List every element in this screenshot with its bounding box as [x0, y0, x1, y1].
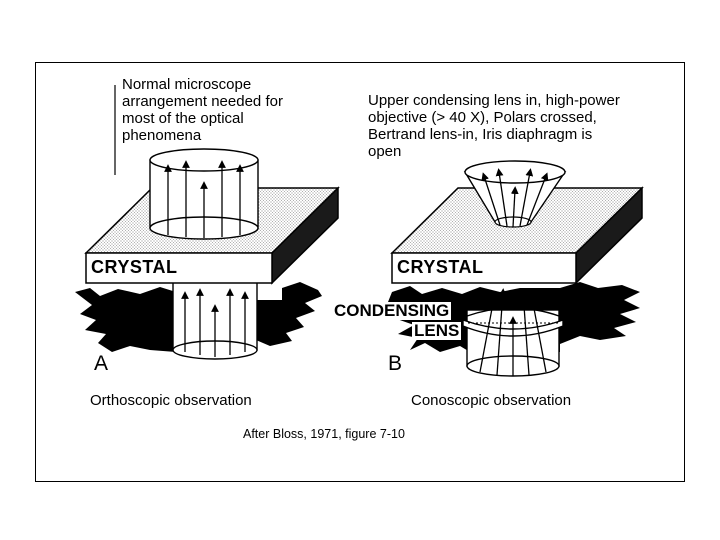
figure-frame [35, 62, 685, 482]
upper-cylinder-left [149, 148, 259, 240]
orthoscopic-diagram [75, 85, 340, 360]
figure-credit: After Bloss, 1971, figure 7-10 [243, 427, 405, 441]
lower-cylinder-left [172, 279, 258, 360]
panel-letter-b: B [388, 352, 403, 375]
left-description: Normal microscope arrangement needed for… [122, 76, 283, 144]
crystal-label-left: CRYSTAL [91, 257, 178, 277]
caption-conoscopic: Conoscopic observation [411, 392, 572, 409]
right-description: Upper condensing lens in, high-power obj… [368, 92, 620, 160]
objective-cone [463, 160, 567, 228]
caption-orthoscopic: Orthoscopic observation [90, 392, 252, 409]
crystal-slab-left [84, 186, 340, 285]
crystal-label-right: CRYSTAL [397, 257, 484, 277]
conoscopic-diagram [388, 160, 644, 377]
condensing-lens-cylinder [462, 288, 564, 377]
panel-letter-a: A [94, 352, 109, 375]
condensing-label: CONDENSING [332, 301, 452, 320]
lens-label: LENS [412, 321, 462, 340]
